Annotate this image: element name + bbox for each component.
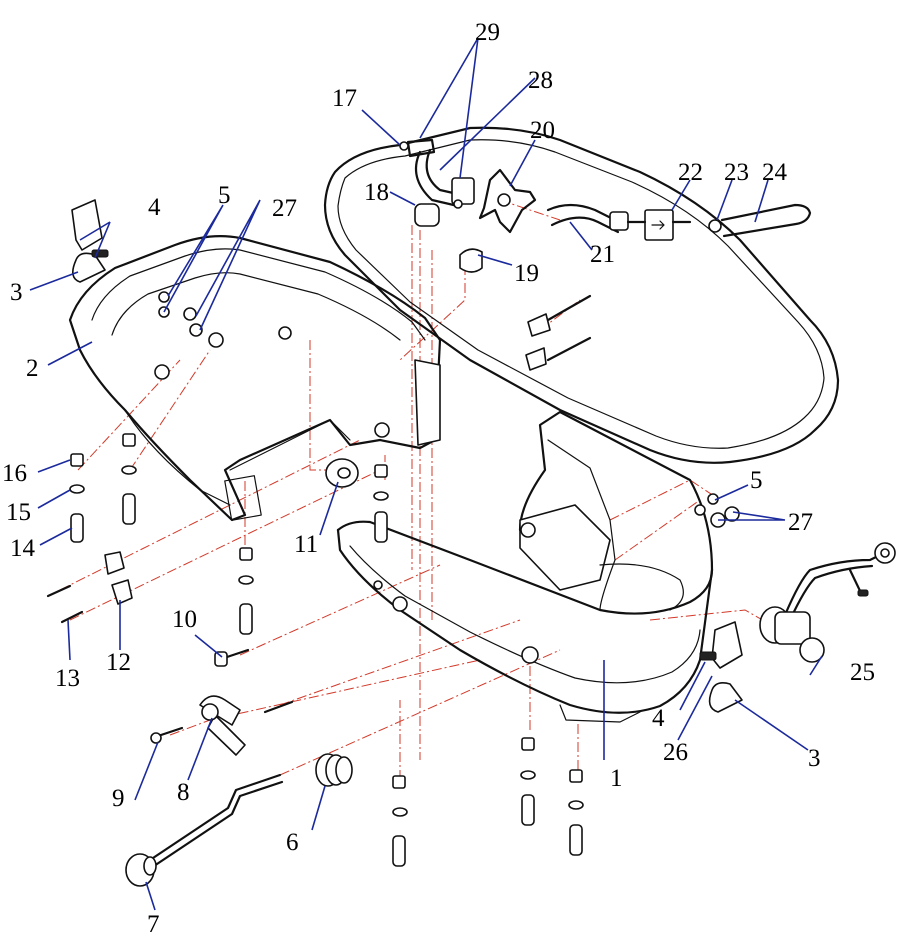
callout-18: 18 — [364, 179, 389, 206]
callout-19: 19 — [514, 260, 539, 287]
callout-29: 29 — [475, 19, 500, 46]
callout-26: 26 — [663, 739, 688, 766]
callout-12: 12 — [106, 649, 131, 676]
callout-20: 20 — [530, 117, 555, 144]
callout-25: 25 — [850, 659, 875, 686]
screws-and-clips — [46, 294, 592, 744]
fuel-connector — [759, 542, 896, 663]
top-cover-pan — [323, 126, 840, 464]
callout-4: 4 — [652, 705, 665, 732]
left-cover-half — [68, 235, 442, 522]
callout-23: 23 — [724, 159, 749, 186]
callout-24: 24 — [762, 159, 788, 186]
bolt-stacks — [69, 433, 584, 867]
callout-6: 6 — [286, 829, 299, 856]
callout-10: 10 — [172, 606, 197, 633]
callout-27: 27 — [788, 509, 813, 536]
callout-5: 5 — [750, 467, 763, 494]
callout-7: 7 — [147, 911, 160, 938]
handle-8 — [199, 695, 246, 756]
washers-and-nuts — [158, 291, 740, 528]
callout-11: 11 — [294, 531, 318, 558]
callout-17: 17 — [332, 85, 357, 112]
callout-8: 8 — [177, 779, 190, 806]
callout-5: 5 — [218, 182, 231, 209]
grommet — [325, 458, 359, 488]
callout-28: 28 — [528, 67, 553, 94]
callout-27: 27 — [272, 195, 297, 222]
callout-16: 16 — [2, 460, 27, 487]
left-latch — [71, 199, 109, 283]
grommet-6 — [315, 753, 353, 787]
callout-13: 13 — [55, 665, 80, 692]
callout-15: 15 — [6, 499, 31, 526]
callout-3: 3 — [808, 745, 821, 772]
callout-1: 1 — [610, 765, 623, 792]
callout-22: 22 — [678, 159, 703, 186]
callout-9: 9 — [112, 785, 125, 812]
callout-3: 3 — [10, 279, 23, 306]
callout-leaders — [29, 37, 823, 911]
callout-labels: 1 2 3 3 4 4 5 5 6 7 8 9 10 11 12 13 14 1… — [2, 19, 875, 938]
right-cover-half — [336, 410, 714, 723]
callout-21: 21 — [590, 241, 615, 268]
fuel-hose-assembly — [399, 138, 812, 273]
callout-14: 14 — [10, 535, 36, 562]
choke-knob-rod — [125, 773, 284, 887]
right-latch — [699, 621, 743, 713]
callout-4: 4 — [148, 194, 161, 221]
callout-2: 2 — [26, 355, 39, 382]
